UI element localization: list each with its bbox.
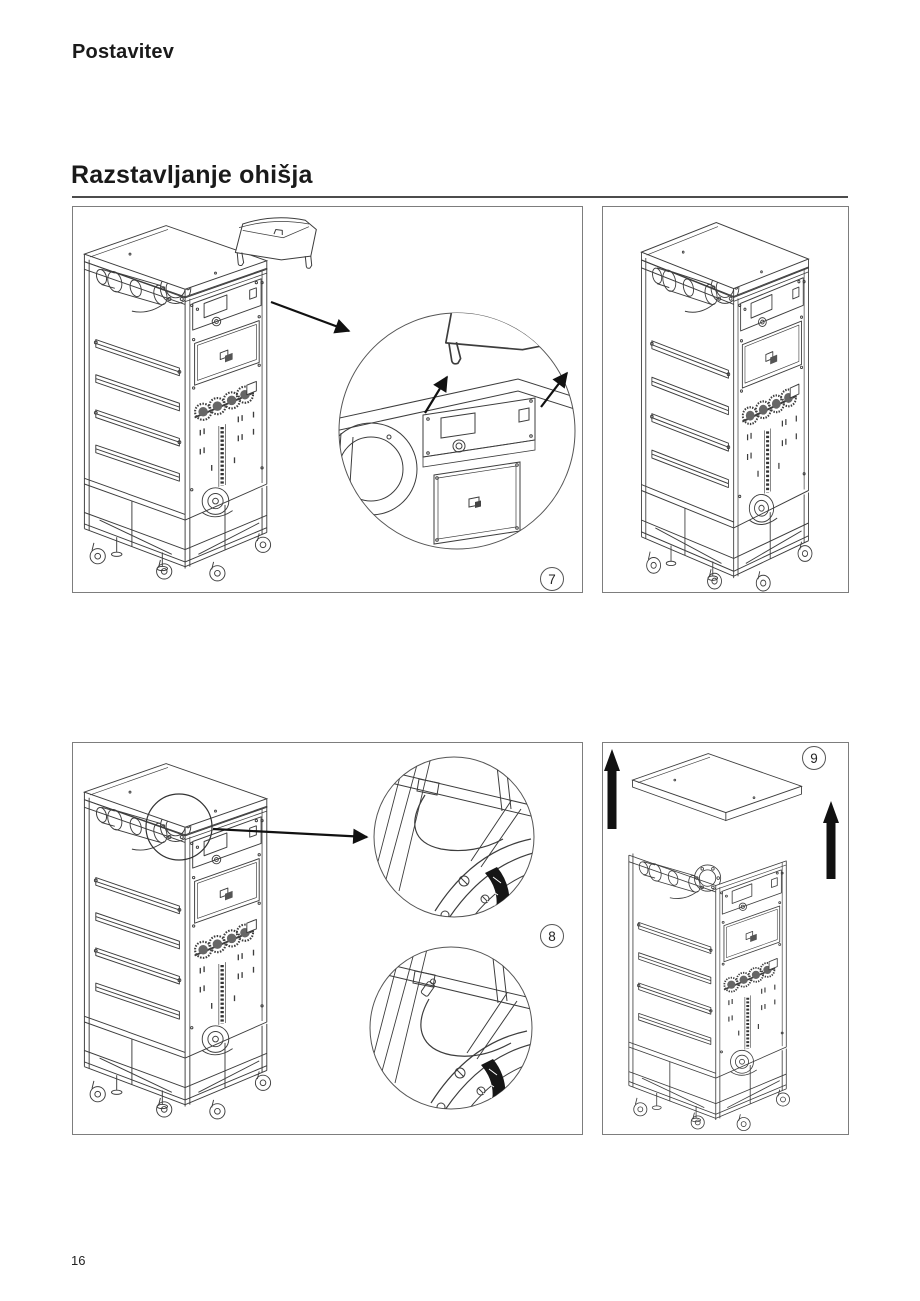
machine-drawing	[640, 222, 812, 591]
cover-removal-illustration	[83, 217, 576, 592]
zoom-detail-circle-top	[373, 756, 535, 918]
section-title: Razstavljanje ohišja	[71, 161, 313, 189]
pointer-arrow-icon	[270, 300, 351, 334]
figure-hood-removed-panel	[602, 206, 849, 593]
page-title: Postavitev	[72, 41, 175, 63]
figure-step-8-panel: 8	[72, 742, 583, 1135]
figure-step-9-panel: 9	[602, 742, 849, 1135]
machine-drawing	[629, 853, 790, 1130]
machine-drawing	[83, 225, 270, 581]
figure-step-7-panel: 7	[72, 206, 583, 593]
highlight-circle	[145, 793, 213, 861]
machine-drawing	[83, 763, 270, 1119]
step-9-badge: 9	[802, 746, 826, 770]
lift-arrow-right-icon	[540, 371, 568, 408]
up-arrow-left-icon	[604, 749, 620, 829]
step-7-number: 7	[548, 571, 556, 587]
pointer-arrow-icon	[212, 827, 369, 844]
step-7-badge: 7	[540, 567, 564, 591]
page-number: 16	[71, 1253, 86, 1268]
detached-top-cover	[632, 753, 802, 821]
machine-illustration	[640, 222, 848, 592]
up-arrow-right-icon	[823, 801, 839, 879]
zoom-detail-circle-bottom	[369, 946, 533, 1110]
top-cover-lift-illustration	[604, 749, 839, 1134]
step-8-badge: 8	[540, 924, 564, 948]
step-8-number: 8	[548, 928, 556, 944]
sensor-cable-illustration	[83, 756, 535, 1134]
lift-arrow-left-icon	[424, 375, 448, 414]
step-9-number: 9	[810, 750, 818, 766]
zoom-detail-circle	[338, 312, 576, 550]
connector-plug	[420, 978, 437, 997]
section-divider	[72, 196, 848, 198]
